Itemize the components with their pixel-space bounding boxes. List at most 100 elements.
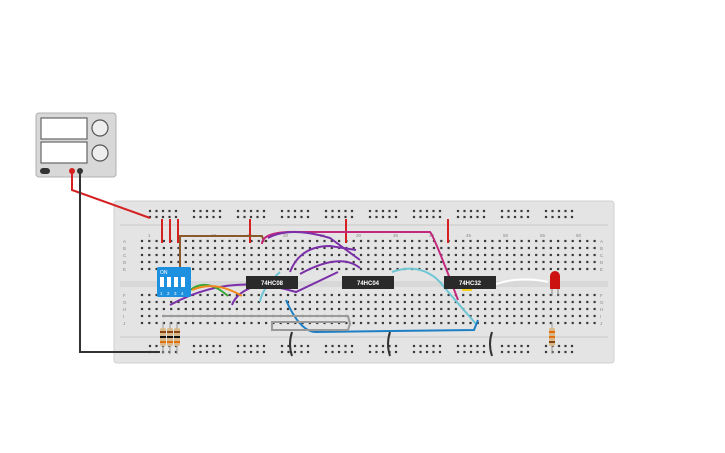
breadboard-hole[interactable] <box>389 260 392 264</box>
breadboard-hole[interactable] <box>412 344 416 348</box>
breadboard-hole[interactable] <box>411 300 414 304</box>
breadboard-hole[interactable] <box>272 307 275 311</box>
breadboard-hole[interactable] <box>330 253 333 257</box>
breadboard-hole[interactable] <box>425 300 428 304</box>
breadboard-hole[interactable] <box>432 253 436 257</box>
breadboard-hole[interactable] <box>350 209 354 213</box>
breadboard-hole[interactable] <box>235 246 238 250</box>
breadboard-hole[interactable] <box>148 344 152 348</box>
breadboard-hole[interactable] <box>140 307 144 311</box>
breadboard-hole[interactable] <box>462 321 465 325</box>
breadboard-hole[interactable] <box>374 300 377 304</box>
breadboard-hole[interactable] <box>140 246 144 250</box>
breadboard-hole[interactable] <box>593 314 596 318</box>
breadboard-hole[interactable] <box>403 253 406 257</box>
breadboard-hole[interactable] <box>272 246 275 250</box>
breadboard-hole[interactable] <box>162 239 165 243</box>
breadboard-hole[interactable] <box>235 293 238 297</box>
breadboard-hole[interactable] <box>425 239 428 243</box>
breadboard-hole[interactable] <box>352 246 355 250</box>
breadboard-hole[interactable] <box>484 267 487 271</box>
breadboard-hole[interactable] <box>498 321 501 325</box>
breadboard-hole[interactable] <box>265 246 268 250</box>
breadboard-hole[interactable] <box>286 293 290 297</box>
breadboard-hole[interactable] <box>411 260 414 264</box>
breadboard-hole[interactable] <box>301 307 304 311</box>
breadboard-hole[interactable] <box>557 321 560 325</box>
breadboard-hole[interactable] <box>294 253 297 257</box>
breadboard-hole[interactable] <box>148 246 151 250</box>
breadboard-hole[interactable] <box>221 300 224 304</box>
breadboard-hole[interactable] <box>498 246 501 250</box>
breadboard-hole[interactable] <box>505 307 509 311</box>
breadboard-hole[interactable] <box>535 260 538 264</box>
power-wire-positive[interactable] <box>71 171 151 219</box>
breadboard-hole[interactable] <box>192 253 195 257</box>
breadboard-hole[interactable] <box>338 293 341 297</box>
breadboard-hole[interactable] <box>374 253 377 257</box>
breadboard-hole[interactable] <box>294 300 297 304</box>
breadboard-hole[interactable] <box>155 267 158 271</box>
breadboard-hole[interactable] <box>257 239 260 243</box>
breadboard-hole[interactable] <box>520 260 523 264</box>
breadboard-hole[interactable] <box>403 300 406 304</box>
breadboard-hole[interactable] <box>213 246 217 250</box>
breadboard-hole[interactable] <box>212 344 215 348</box>
breadboard-hole[interactable] <box>368 344 372 348</box>
breadboard-hole[interactable] <box>418 239 421 243</box>
breadboard-hole[interactable] <box>294 267 297 271</box>
breadboard-hole[interactable] <box>542 246 545 250</box>
breadboard-hole[interactable] <box>412 209 416 213</box>
breadboard-hole[interactable] <box>535 321 538 325</box>
breadboard-hole[interactable] <box>367 321 370 325</box>
breadboard-hole[interactable] <box>155 344 158 348</box>
breadboard-hole[interactable] <box>469 344 473 348</box>
breadboard-hole[interactable] <box>213 321 217 325</box>
breadboard-hole[interactable] <box>352 321 355 325</box>
breadboard-hole[interactable] <box>286 239 290 243</box>
breadboard-hole[interactable] <box>177 300 180 304</box>
breadboard-hole[interactable] <box>498 300 501 304</box>
breadboard-hole[interactable] <box>396 293 399 297</box>
breadboard-hole[interactable] <box>388 215 391 219</box>
breadboard-hole[interactable] <box>170 239 173 243</box>
breadboard-hole[interactable] <box>425 314 428 318</box>
breadboard-hole[interactable] <box>535 314 538 318</box>
breadboard-hole[interactable] <box>359 307 363 311</box>
dip-switch-toggle-1[interactable] <box>160 277 164 287</box>
breadboard-hole[interactable] <box>192 260 195 264</box>
breadboard-hole[interactable] <box>564 260 567 264</box>
breadboard-hole[interactable] <box>549 267 552 271</box>
breadboard-hole[interactable] <box>212 215 215 219</box>
breadboard-hole[interactable] <box>155 253 158 257</box>
breadboard-hole[interactable] <box>350 215 354 219</box>
breadboard-hole[interactable] <box>218 209 222 213</box>
breadboard-hole[interactable] <box>456 350 460 354</box>
breadboard-hole[interactable] <box>491 253 494 257</box>
current-knob[interactable] <box>91 144 109 162</box>
breadboard-hole[interactable] <box>236 209 240 213</box>
breadboard-hole[interactable] <box>535 293 538 297</box>
breadboard-hole[interactable] <box>287 209 290 213</box>
resistor-2[interactable] <box>167 322 173 354</box>
breadboard-hole[interactable] <box>337 215 341 219</box>
breadboard-hole[interactable] <box>213 307 217 311</box>
breadboard-hole[interactable] <box>294 246 297 250</box>
breadboard-hole[interactable] <box>544 209 548 213</box>
breadboard-hole[interactable] <box>570 344 574 348</box>
breadboard-hole[interactable] <box>308 260 311 264</box>
breadboard-hole[interactable] <box>280 350 284 354</box>
breadboard-hole[interactable] <box>375 344 378 348</box>
dip-switch-toggle-3[interactable] <box>174 277 178 287</box>
breadboard-hole[interactable] <box>199 253 202 257</box>
breadboard-hole[interactable] <box>381 307 384 311</box>
breadboard-hole[interactable] <box>527 260 530 264</box>
breadboard-hole[interactable] <box>462 267 465 271</box>
breadboard-hole[interactable] <box>301 300 304 304</box>
breadboard-hole[interactable] <box>564 350 567 354</box>
breadboard-hole[interactable] <box>432 215 435 219</box>
breadboard-hole[interactable] <box>330 239 333 243</box>
breadboard-hole[interactable] <box>527 239 530 243</box>
breadboard-hole[interactable] <box>221 267 224 271</box>
breadboard-hole[interactable] <box>542 253 545 257</box>
